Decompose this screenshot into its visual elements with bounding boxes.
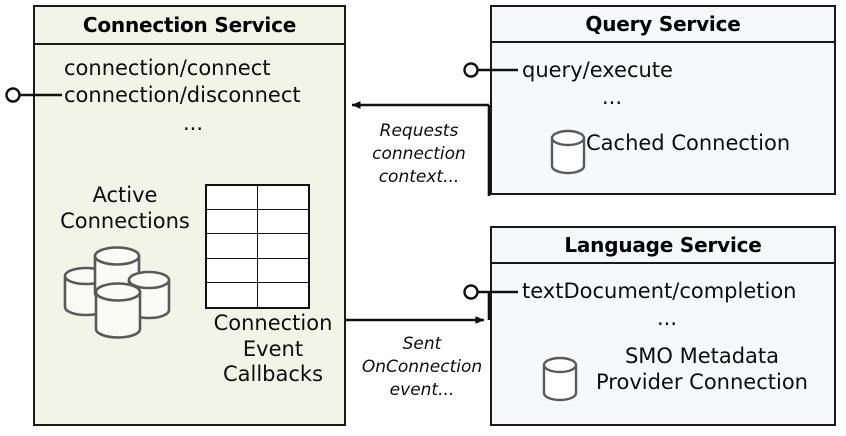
connection-service-body: connection/connect connection/disconnect… bbox=[35, 45, 344, 424]
table-cell bbox=[257, 258, 308, 283]
edge-label-line-1: Sent bbox=[402, 334, 442, 354]
component-language-service[interactable]: Language Service textDocument/completion… bbox=[490, 226, 836, 426]
connection-service-ellipsis: ... bbox=[182, 111, 204, 135]
active-connections-line-1: Active bbox=[92, 183, 158, 207]
database-cylinder-cluster-icon bbox=[63, 246, 171, 339]
language-service-body: textDocument/completion ... SMO Metadata… bbox=[492, 264, 834, 424]
callbacks-line-2: Event bbox=[242, 336, 304, 361]
table-cell bbox=[207, 258, 258, 283]
table-cell bbox=[257, 210, 308, 235]
table-cell bbox=[257, 282, 308, 307]
database-cylinder-icon bbox=[550, 129, 586, 175]
edge-label-line-3: event... bbox=[389, 379, 455, 400]
table-cell bbox=[257, 186, 308, 211]
table-cell bbox=[207, 234, 258, 259]
language-service-title: Language Service bbox=[492, 228, 834, 264]
smo-metadata-provider-label: SMO Metadata Provider Connection bbox=[577, 344, 827, 395]
table-cell bbox=[207, 282, 258, 307]
active-connections-line-2: Connections bbox=[60, 208, 190, 233]
edge-connection-to-language bbox=[346, 292, 491, 324]
table-cell bbox=[257, 234, 308, 259]
query-service-body: query/execute ... Cached Connection bbox=[492, 43, 834, 193]
query-service-ellipsis: ... bbox=[601, 85, 623, 109]
database-cylinder-icon bbox=[542, 356, 578, 402]
table-cell bbox=[207, 186, 258, 211]
edge-label-line-2: connection bbox=[372, 143, 466, 164]
smo-label-line-1: SMO Metadata bbox=[624, 344, 780, 368]
query-service-api: query/execute bbox=[522, 58, 673, 82]
database-cylinder-icon bbox=[94, 282, 142, 339]
language-service-api: textDocument/completion bbox=[522, 279, 797, 303]
query-service-title: Query Service bbox=[492, 7, 834, 43]
component-connection-service[interactable]: Connection Service connection/connect co… bbox=[33, 5, 346, 426]
language-service-ellipsis: ... bbox=[656, 306, 678, 330]
cached-connection-cylinder bbox=[550, 129, 586, 175]
edge-label-line-3: context... bbox=[378, 166, 460, 187]
edge-label-requests-connection-context: Requests connection context... bbox=[356, 120, 482, 189]
active-connections-cylinder-cluster bbox=[55, 240, 185, 345]
component-query-service[interactable]: Query Service query/execute ... Cached C… bbox=[490, 5, 836, 195]
edge-label-line-1: Requests bbox=[379, 121, 459, 141]
cached-connection-label: Cached Connection bbox=[586, 131, 791, 155]
smo-label-line-2: Provider Connection bbox=[596, 369, 808, 394]
api-line-disconnect: connection/disconnect bbox=[64, 83, 301, 108]
connection-event-callbacks-table bbox=[205, 184, 310, 309]
smo-metadata-cylinder bbox=[542, 356, 578, 402]
table-cell bbox=[207, 210, 258, 235]
edge-label-sent-onconnection-event: Sent OnConnection event... bbox=[356, 333, 488, 402]
active-connections-label: Active Connections bbox=[49, 183, 201, 234]
api-line-connect: connection/connect bbox=[64, 56, 271, 80]
connection-event-callbacks-label: Connection Event Callbacks bbox=[193, 311, 353, 388]
connection-service-api-list: connection/connect connection/disconnect bbox=[64, 55, 301, 110]
callbacks-line-1: Connection bbox=[213, 311, 333, 335]
connection-service-title: Connection Service bbox=[35, 7, 344, 45]
edge-label-line-2: OnConnection bbox=[361, 356, 483, 377]
callbacks-line-3: Callbacks bbox=[222, 362, 324, 387]
